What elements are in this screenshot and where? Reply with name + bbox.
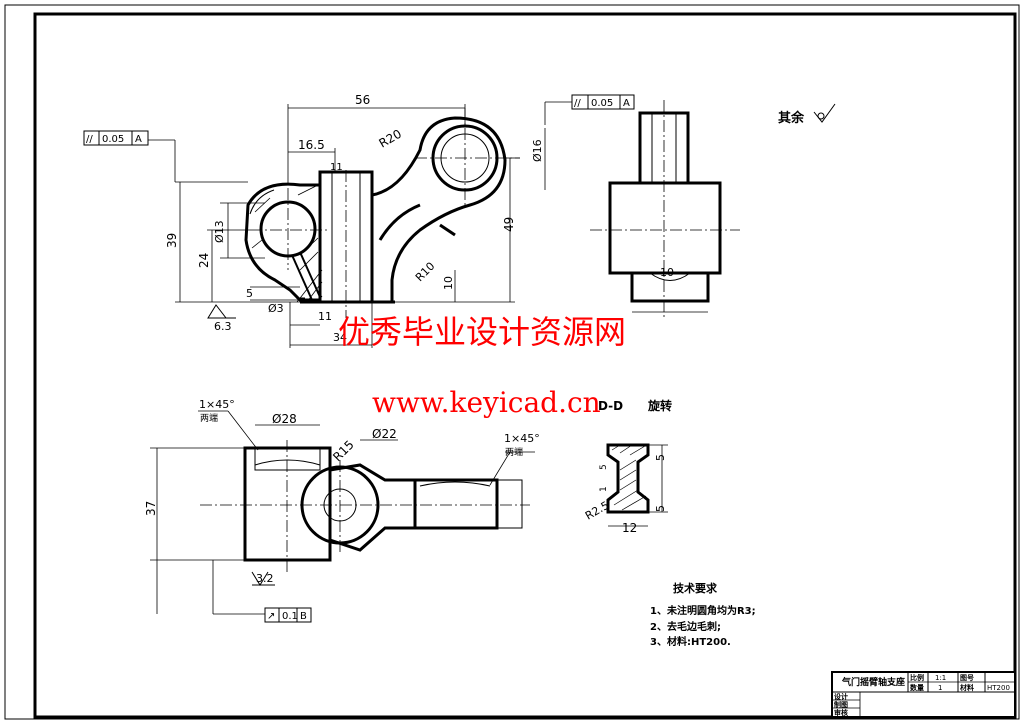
svg-text:49: 49	[502, 217, 516, 232]
svg-text:1: 1	[938, 684, 942, 692]
note-1: 1、未注明圆角均为R3;	[650, 604, 756, 617]
svg-text:10: 10	[660, 266, 674, 279]
svg-text:5: 5	[654, 505, 667, 512]
svg-text:www.keyicad.cn: www.keyicad.cn	[372, 386, 601, 419]
side-view: 10	[590, 100, 740, 320]
svg-text:审核: 审核	[834, 708, 848, 717]
svg-text:34: 34	[333, 331, 347, 344]
svg-text:R15: R15	[330, 438, 357, 465]
section-view: D-D 旋转 12 5 5 R2.5 5 1	[583, 398, 672, 535]
svg-text:0.05: 0.05	[591, 98, 613, 109]
tolerance-frame-3: ↗ 0.1 B	[264, 607, 312, 623]
svg-text:5: 5	[654, 454, 667, 461]
svg-text:0.1: 0.1	[282, 611, 298, 622]
svg-text:↗: ↗	[267, 611, 275, 622]
svg-text:1×45°: 1×45°	[504, 432, 540, 445]
svg-text:Ø22: Ø22	[372, 427, 397, 441]
svg-text:39: 39	[165, 233, 179, 248]
svg-text:其余: 其余	[778, 110, 805, 126]
svg-text:材料: 材料	[959, 683, 974, 692]
svg-text:5: 5	[599, 464, 609, 470]
svg-text:旋转: 旋转	[647, 398, 672, 413]
tolerance-frame-2: // 0.05 A	[571, 94, 635, 110]
svg-text:Ø16: Ø16	[531, 139, 544, 162]
svg-text:R10: R10	[413, 260, 437, 284]
roughness-3-2: 3.2	[251, 571, 275, 586]
tolerance-frame-1: // 0.05 A	[83, 130, 149, 146]
svg-text:技术要求: 技术要求	[673, 581, 718, 595]
svg-text:1: 1	[599, 486, 609, 492]
svg-text:37: 37	[144, 501, 158, 516]
svg-text:56: 56	[355, 93, 370, 107]
svg-text:24: 24	[197, 253, 211, 268]
svg-text:A: A	[623, 98, 630, 109]
svg-text:制图: 制图	[834, 700, 848, 709]
svg-text:11: 11	[330, 162, 343, 173]
svg-text:Ø28: Ø28	[272, 412, 297, 426]
svg-text:D-D: D-D	[598, 399, 623, 413]
svg-text:3.2: 3.2	[256, 572, 274, 585]
svg-text:优秀毕业设计资源网: 优秀毕业设计资源网	[338, 313, 626, 351]
top-view	[150, 410, 535, 615]
svg-text:比例: 比例	[910, 673, 924, 682]
svg-text:10: 10	[442, 276, 455, 290]
svg-text:图号: 图号	[960, 673, 974, 682]
svg-text:Ø13: Ø13	[213, 220, 226, 243]
note-2: 2、去毛边毛刺;	[650, 620, 721, 633]
svg-text:A: A	[135, 134, 142, 145]
svg-text://: //	[86, 134, 93, 145]
technical-notes: 技术要求 1、未注明圆角均为R3; 2、去毛边毛刺; 3、材料:HT200.	[650, 581, 756, 648]
svg-text:气门摇臂轴支座: 气门摇臂轴支座	[841, 676, 905, 688]
svg-text:12: 12	[622, 521, 637, 535]
svg-text:设计: 设计	[834, 692, 848, 701]
svg-text:1:1: 1:1	[935, 674, 946, 682]
svg-text:0.05: 0.05	[102, 134, 124, 145]
svg-text://: //	[574, 98, 581, 109]
front-view-dimensions	[148, 101, 572, 348]
outer-frame	[4, 4, 1020, 720]
svg-text:1×45°: 1×45°	[199, 398, 235, 411]
svg-text:11: 11	[318, 310, 332, 323]
roughness-6-3: 6.3	[207, 304, 236, 333]
svg-text:16.5: 16.5	[298, 138, 325, 152]
svg-text:Ø3: Ø3	[268, 302, 284, 315]
note-3: 3、材料:HT200.	[650, 635, 731, 648]
svg-text:两端: 两端	[200, 412, 218, 424]
inner-frame	[33, 12, 1017, 719]
svg-text:6.3: 6.3	[214, 320, 232, 333]
svg-text:B: B	[300, 611, 307, 622]
title-block: 气门摇臂轴支座 比例 1:1 图号 数量 1 材料 HT200 设计 制图 审核	[831, 671, 1016, 718]
svg-text:5: 5	[246, 287, 253, 300]
svg-text:数量: 数量	[910, 683, 924, 692]
svg-text:两端: 两端	[505, 446, 523, 458]
roughness-rest: 其余	[778, 103, 836, 126]
svg-text:HT200: HT200	[987, 684, 1010, 692]
front-dim-text: 56 16.5 11 R20 39 24 Ø13 49 Ø16 R10 10 5…	[165, 93, 544, 344]
watermark: 优秀毕业设计资源网 www.keyicad.cn	[338, 313, 626, 419]
svg-text:R20: R20	[377, 127, 404, 151]
